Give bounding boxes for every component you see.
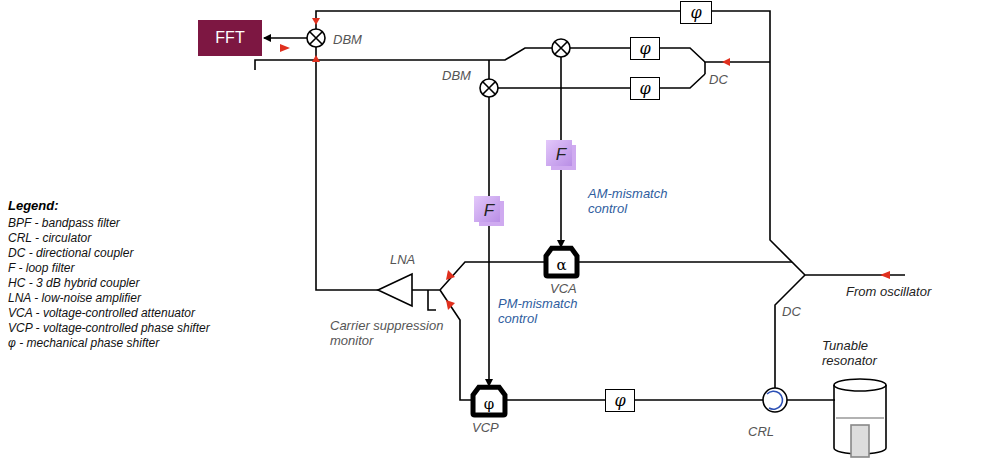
node-text: φ [484,395,495,413]
phase-shifter: φ [680,1,712,24]
legend-entry: F - loop filter [8,261,74,276]
legend-heading: Legend: [8,198,59,213]
diagram-label: LNA [390,252,415,267]
node-text: F [556,145,566,165]
diagram-label: VCA [550,281,577,296]
diagram-label: AM-mismatch control [588,186,688,216]
diagram-label: Tunable resonator [822,338,922,368]
diagram-label: Carrier suppression monitor [330,318,450,348]
node-text: φ [639,79,650,98]
legend-entry: HC - 3 dB hybrid coupler [8,276,139,291]
control-connector [560,170,562,247]
legend-entry: LNA - low-noise amplifier [8,291,141,306]
legend-entry: VCA - voltage-controlled attenuator [8,306,195,321]
node-text: φ [639,39,650,58]
diagram-label: DC [782,304,801,319]
diagram-label: VCP [472,420,499,435]
node-text: FFT [215,29,244,47]
node-text: φ [614,391,625,410]
phase-shifter: φ [605,389,635,412]
diagram-label: DC [709,72,728,87]
loop-filter: F [546,140,576,170]
fft-box: FFT [198,20,262,56]
legend-entry: φ - mechanical phase shifter [8,336,159,351]
diagram-label: CRL [748,424,774,439]
node-text: α [556,256,566,274]
phase-shifter: φ [630,37,660,60]
node-text: φ [690,3,701,22]
phase-shifter: φ [630,77,660,100]
attenuator-symbol: α [545,247,578,277]
diagram-label: DBM [442,68,471,83]
diagram-label: PM-mismatch control [498,296,598,326]
legend-entry: VCP - voltage-controlled phase shifter [8,321,210,336]
legend-entry: BPF - bandpass filter [8,216,120,231]
legend-entry: DC - directional coupler [8,246,133,261]
legend-entry: CRL - circulator [8,231,91,246]
control-connector [488,226,490,386]
loop-filter: F [474,196,504,226]
diagram-label: From oscillator [846,284,956,299]
diagram-label: DBM [333,32,362,47]
node-text: F [484,201,494,221]
phase-shifter-symbol: φ [472,386,506,416]
